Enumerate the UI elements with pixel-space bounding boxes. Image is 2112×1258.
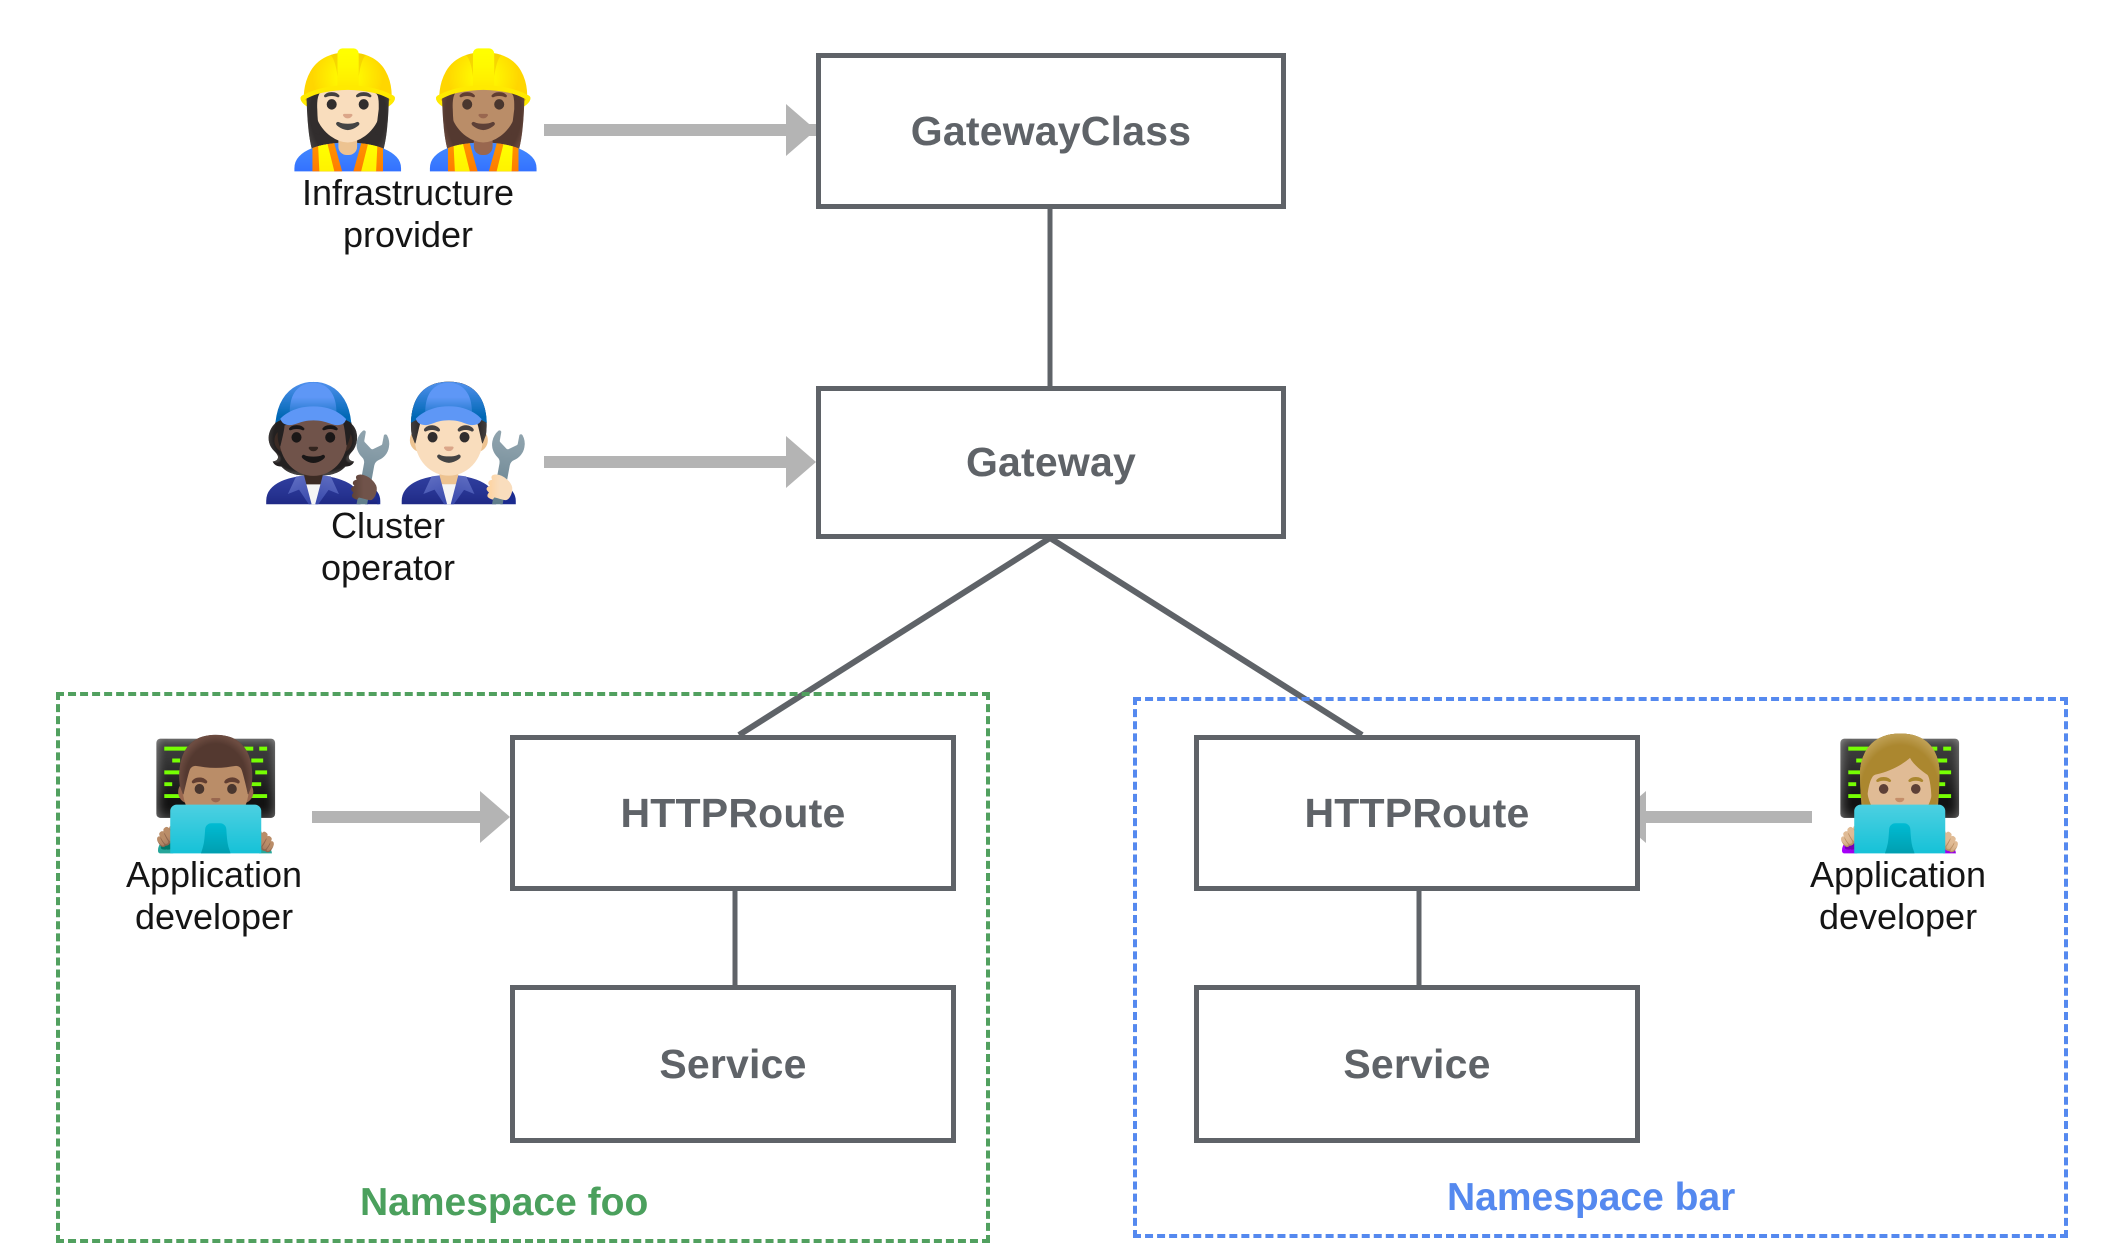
gatewayclass-label: GatewayClass [910, 107, 1192, 154]
gateway-box[interactable]: Gateway [816, 386, 1286, 539]
persona-cluster-operator-label: Cluster operator [320, 505, 456, 589]
namespace-bar-label: Namespace bar [1447, 1176, 1736, 1219]
service-bar-label: Service [1343, 1040, 1491, 1087]
namespace-bar-container [1133, 697, 2068, 1238]
persona-infrastructure-provider-label: Infrastructure provider [301, 172, 515, 256]
httproute-bar-box[interactable]: HTTPRoute [1194, 735, 1640, 891]
gatewayclass-box[interactable]: GatewayClass [816, 53, 1286, 209]
gateway-label: Gateway [965, 439, 1137, 485]
technologist-icon: 👨🏽‍💻 [148, 733, 283, 854]
persona-application-developer-foo-label: Application developer [125, 854, 303, 938]
mechanic-icon: 🧑🏿‍🔧👨🏻‍🔧 [258, 380, 533, 505]
httproute-bar-label: HTTPRoute [1304, 789, 1530, 836]
namespace-foo-label: Namespace foo [360, 1181, 649, 1224]
persona-application-developer-bar: 👩🏼‍💻 Application developer [1784, 733, 2012, 938]
persona-cluster-operator: 🧑🏿‍🔧👨🏻‍🔧 Cluster operator [258, 380, 533, 589]
arrow-cluster-operator [544, 436, 816, 488]
service-foo-label: Service [659, 1040, 807, 1087]
service-bar-box[interactable]: Service [1194, 985, 1640, 1143]
namespace-foo-container [56, 692, 990, 1243]
httproute-foo-box[interactable]: HTTPRoute [510, 735, 956, 891]
construction-worker-icon: 👷🏻‍♀️👷🏽‍♀️ [278, 47, 553, 172]
httproute-foo-label: HTTPRoute [620, 789, 846, 836]
persona-infrastructure-provider: 👷🏻‍♀️👷🏽‍♀️ Infrastructure provider [278, 47, 553, 256]
persona-application-developer-bar-label: Application developer [1809, 854, 1987, 938]
service-foo-box[interactable]: Service [510, 985, 956, 1143]
technologist-icon: 👩🏼‍💻 [1832, 733, 1967, 854]
persona-application-developer-foo: 👨🏽‍💻 Application developer [100, 733, 328, 938]
